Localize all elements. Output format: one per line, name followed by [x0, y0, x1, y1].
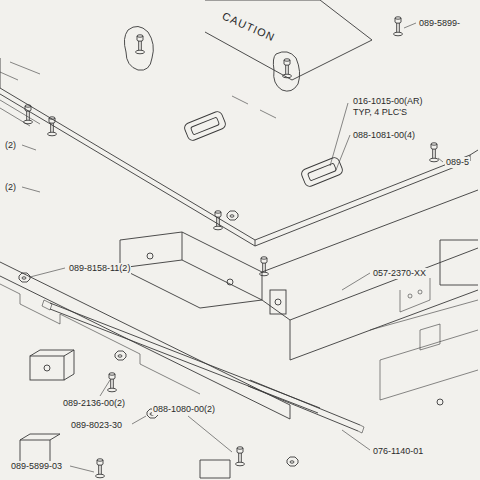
leader-line [30, 268, 65, 277]
fasteners [394, 17, 403, 36]
cover-plate [0, 62, 40, 80]
lower-brackets [44, 365, 50, 371]
leader-line [188, 416, 232, 452]
mounting-bracket [120, 232, 262, 300]
leader-line [22, 23, 443, 472]
lower-brackets [20, 434, 60, 462]
lower-brackets [30, 350, 74, 380]
fasteners [430, 143, 439, 162]
fasteners [283, 59, 292, 78]
mounting-bracket [120, 232, 262, 308]
handle [300, 156, 344, 188]
cover-plate [255, 155, 470, 246]
mounting-bracket [275, 299, 281, 305]
chassis-frame [437, 399, 443, 405]
chassis-frame [408, 294, 412, 298]
side-rail [0, 262, 290, 419]
leader-line [342, 273, 370, 290]
mounting-bracket [147, 253, 153, 259]
handle [191, 117, 220, 135]
lower-brackets [30, 356, 64, 380]
handle [308, 163, 337, 181]
fasteners [227, 211, 238, 220]
part-number: 057-2370-XX [372, 268, 427, 279]
handle [183, 110, 227, 142]
leader-line [404, 23, 416, 28]
handle [183, 110, 227, 142]
part-number: 016-1015-00(AR) TYP, 4 PLC'S [352, 96, 438, 118]
fasteners [96, 459, 105, 478]
fasteners [48, 117, 57, 136]
cover-plate [0, 100, 40, 126]
leader-line [336, 135, 350, 170]
chassis-frame [418, 290, 422, 294]
part-number: 088-1081-00(4) [352, 130, 416, 141]
handle [183, 110, 344, 188]
rod [358, 425, 364, 433]
fasteners [24, 105, 33, 124]
mounting-bracket [120, 232, 286, 314]
quantity-callout: (2) [4, 140, 17, 151]
leader-line [342, 430, 370, 450]
chassis-frame [380, 330, 478, 400]
cover-plate [0, 94, 470, 246]
leader-line [22, 187, 40, 192]
side-rail [0, 284, 200, 394]
leader-line [330, 103, 348, 166]
part-number: 088-1080-00(2) [152, 404, 216, 415]
rod [50, 303, 320, 413]
part-number: 089-8023-30 [70, 420, 123, 431]
chassis-frame [370, 300, 478, 350]
cutaway-view [273, 52, 299, 91]
mounting-bracket [270, 290, 286, 314]
lower-brackets [20, 350, 230, 478]
rod [42, 300, 364, 433]
part-number: 089-2136-00(2) [62, 398, 126, 409]
leader-line [438, 158, 443, 162]
rod [248, 380, 360, 431]
fasteners [260, 257, 269, 276]
handle [300, 156, 344, 188]
quantity-callout: (2) [4, 182, 17, 193]
warning-text: CAUTION [220, 10, 278, 44]
chassis-frame [262, 190, 478, 360]
fasteners [115, 351, 126, 360]
chassis-frame [440, 240, 478, 285]
fasteners [136, 35, 145, 54]
part-number: 089-5899- [418, 18, 461, 29]
fasteners [236, 447, 245, 466]
caution-placard [205, 0, 372, 80]
fasteners [214, 211, 223, 230]
part-number: 076-1140-01 [372, 446, 424, 457]
part-number: 089-5899-03 [10, 461, 63, 472]
caution-placard [232, 96, 276, 118]
leader-line [70, 466, 94, 472]
chassis-frame [400, 278, 430, 312]
caution-placard [205, 0, 372, 118]
leader-line [100, 380, 110, 396]
cover-plate [0, 58, 478, 246]
part-number: 089-5 [445, 157, 470, 168]
leader-line [22, 145, 36, 150]
lower-brackets [200, 460, 230, 478]
mounting-bracket [227, 279, 233, 285]
side-rail [0, 262, 290, 419]
part-number: 089-8158-11(2) [68, 263, 131, 274]
rod [42, 300, 52, 310]
chassis-frame [262, 190, 478, 405]
fasteners [287, 457, 298, 466]
cutaway-view [124, 26, 153, 70]
leader-line [132, 416, 146, 424]
cover-plate [0, 58, 478, 240]
fasteners [19, 17, 439, 478]
